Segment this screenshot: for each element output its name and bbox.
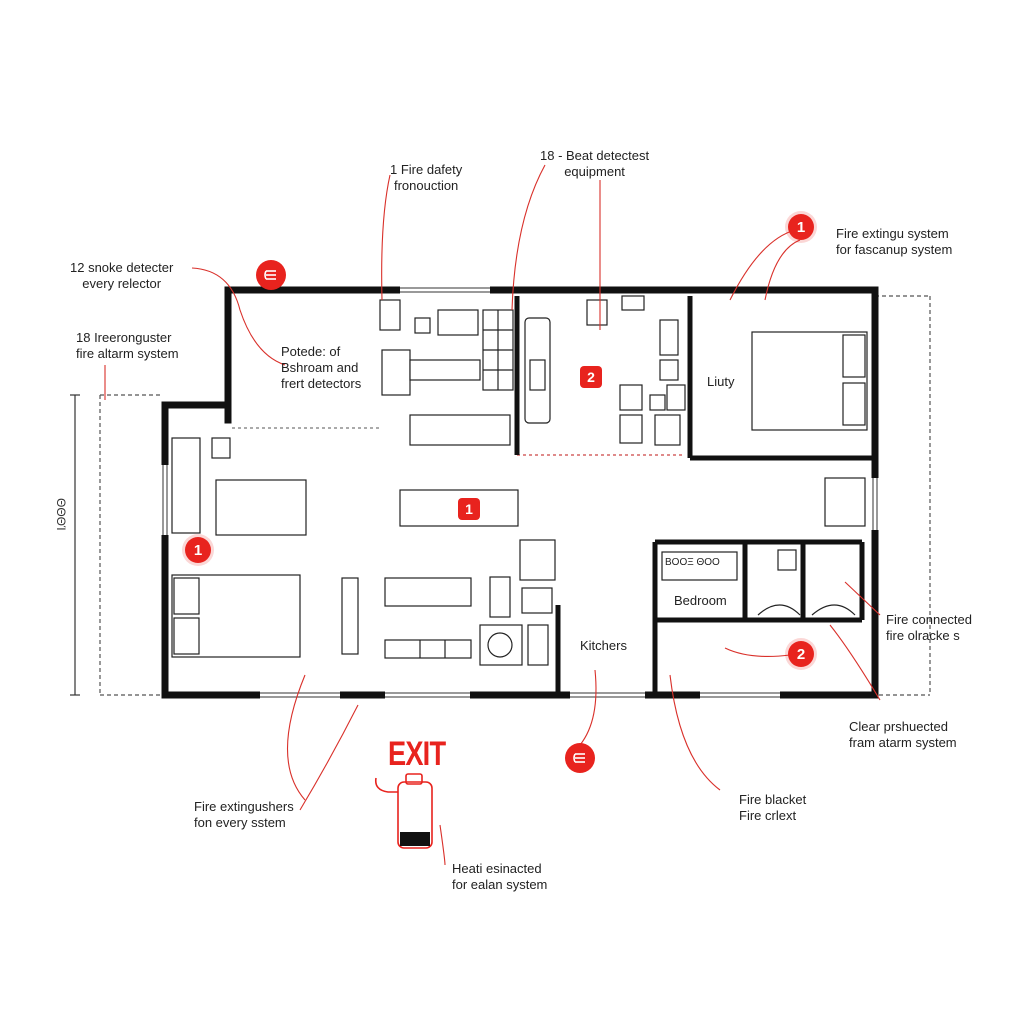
exit-sign: EXIT <box>388 735 446 773</box>
badge-top-right: 1 <box>788 214 814 240</box>
dimension-label: ΘΘΘΊ <box>54 498 68 531</box>
extinguisher-icon <box>374 773 433 849</box>
room-label-kitchen: Kitchers <box>580 638 627 653</box>
stove-label: ΒΟΟΞ ΘΟΟ <box>665 557 720 568</box>
badge-lower-right: 2 <box>788 641 814 667</box>
fire-alarm-icon <box>565 743 595 773</box>
room-label-liuty: Liuty <box>707 374 735 389</box>
badge-living: 1 <box>185 537 211 563</box>
badge-middle-room: 2 <box>580 366 602 388</box>
fire-alarm-icon <box>256 260 286 290</box>
room-label-bedroom: Bedroom <box>674 593 727 608</box>
badge-center: 1 <box>458 498 480 520</box>
